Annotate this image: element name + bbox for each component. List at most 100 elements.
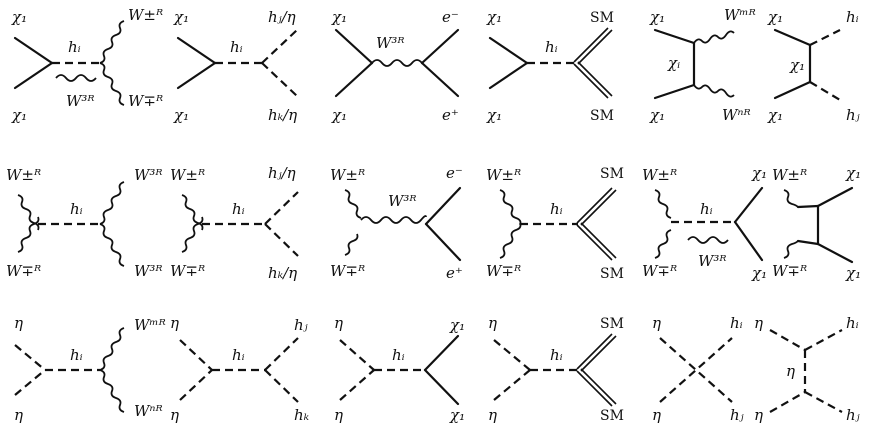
label: hᵢ <box>846 314 859 332</box>
label: SM <box>600 316 624 332</box>
label: SM <box>590 108 614 124</box>
label: η <box>754 314 763 332</box>
label: χ₁ <box>751 264 767 282</box>
label: hₖ/η <box>268 106 297 124</box>
label: χ₁ <box>845 164 861 182</box>
label: χ₁ <box>449 406 465 424</box>
diagram-d09: W±ᴿ W∓ᴿ W³ᴿ e⁻ e⁺ <box>330 164 463 282</box>
label: η <box>334 406 343 424</box>
label: W±ᴿ <box>128 6 163 24</box>
label: W³ᴿ <box>134 166 163 184</box>
label: η <box>488 406 497 424</box>
label: W³ᴿ <box>66 92 95 110</box>
label: W±ᴿ <box>170 166 205 184</box>
label: η <box>488 314 497 332</box>
label: χ₁ <box>845 264 861 282</box>
label: e⁻ <box>442 8 459 26</box>
label: W±ᴿ <box>486 166 521 184</box>
label: χᵢ <box>667 54 680 72</box>
label: W∓ᴿ <box>642 262 677 280</box>
diagram-d17: η η hᵢ hⱼ <box>652 314 744 424</box>
diagram-d04: χ₁ χ₁ hᵢ SM SM <box>486 8 614 124</box>
label: χ₁ <box>449 316 465 334</box>
label: η <box>754 406 763 424</box>
diagram-d06: χ₁ χ₁ χ₁ hᵢ hⱼ <box>767 8 860 124</box>
label: hᵢ <box>70 346 83 364</box>
label: hⱼ <box>730 406 744 424</box>
diagram-d02: χ₁ χ₁ hᵢ hⱼ/η hₖ/η <box>173 8 298 124</box>
label: χ₁ <box>173 106 189 124</box>
label: hᵢ <box>550 200 563 218</box>
label: χ₁ <box>767 106 783 124</box>
label: W³ᴿ <box>388 192 417 210</box>
label: χ₁ <box>789 56 805 74</box>
diagram-d14: η η hᵢ hⱼ hₖ <box>170 314 310 424</box>
label: hⱼ <box>846 106 860 124</box>
label: η <box>652 406 661 424</box>
diagram-d01: χ₁ χ₁ hᵢ W±ᴿ W∓ᴿ W³ᴿ <box>11 6 163 124</box>
diagram-d15: η η hᵢ χ₁ χ₁ <box>334 314 465 424</box>
label: W±ᴿ <box>6 166 41 184</box>
label: W³ᴿ <box>376 34 405 52</box>
label: W∓ᴿ <box>330 262 365 280</box>
label: hᵢ <box>230 38 243 56</box>
label: Wⁿᴿ <box>722 106 751 124</box>
label: hᵢ <box>545 38 558 56</box>
label: W³ᴿ <box>698 252 727 270</box>
label: χ₁ <box>173 8 189 26</box>
label: SM <box>600 166 624 182</box>
label: hᵢ <box>232 200 245 218</box>
label: hᵢ <box>846 8 859 26</box>
label: W±ᴿ <box>642 166 677 184</box>
label: χ₁ <box>486 106 502 124</box>
label: e⁻ <box>446 164 463 182</box>
label: Wᵐᴿ <box>724 6 756 24</box>
label: hᵢ <box>68 38 81 56</box>
diagram-d12: W±ᴿ W∓ᴿ χ₁ χ₁ <box>772 164 861 282</box>
label: e⁺ <box>442 106 459 124</box>
label: W±ᴿ <box>772 166 807 184</box>
diagram-d07: W±ᴿ W∓ᴿ hᵢ W³ᴿ W³ᴿ <box>6 166 163 280</box>
label: hᵢ <box>730 314 743 332</box>
label: χ₁ <box>486 8 502 26</box>
label: SM <box>590 10 614 26</box>
label: χ₁ <box>751 164 767 182</box>
label: χ₁ <box>331 8 347 26</box>
label: W∓ᴿ <box>486 262 521 280</box>
label: η <box>786 362 795 380</box>
label: Wᵐᴿ <box>134 316 166 334</box>
label: hⱼ <box>294 316 308 334</box>
label: χ₁ <box>649 8 665 26</box>
label: η <box>170 314 179 332</box>
diagram-d05: χ₁ χ₁ χᵢ Wᵐᴿ Wⁿᴿ <box>649 6 756 124</box>
label: SM <box>600 408 624 424</box>
diagram-d11: W±ᴿ W∓ᴿ hᵢ W³ᴿ χ₁ χ₁ <box>642 164 767 282</box>
label: χ₁ <box>11 8 27 26</box>
label: hᵢ <box>700 200 713 218</box>
label: hᵢ <box>232 346 245 364</box>
label: W±ᴿ <box>330 166 365 184</box>
label: W∓ᴿ <box>772 262 807 280</box>
label: SM <box>600 266 624 282</box>
label: hⱼ/η <box>268 8 296 26</box>
label: hⱼ <box>846 406 860 424</box>
label: W∓ᴿ <box>6 262 41 280</box>
label: W∓ᴿ <box>170 262 205 280</box>
label: e⁺ <box>446 264 463 282</box>
label: η <box>14 314 23 332</box>
label: η <box>170 406 179 424</box>
diagram-d13: η η hᵢ Wᵐᴿ Wⁿᴿ <box>14 314 166 424</box>
label: χ₁ <box>767 8 783 26</box>
label: χ₁ <box>649 106 665 124</box>
label: W∓ᴿ <box>128 92 163 110</box>
label: hᵢ <box>550 346 563 364</box>
label: η <box>334 314 343 332</box>
label: Wⁿᴿ <box>134 402 163 420</box>
label: χ₁ <box>331 106 347 124</box>
diagram-d16: η η hᵢ SM SM <box>488 314 624 424</box>
label: η <box>14 406 23 424</box>
label: W³ᴿ <box>134 262 163 280</box>
label: hⱼ/η <box>268 164 296 182</box>
diagram-d08: W±ᴿ W∓ᴿ hᵢ hⱼ/η hₖ/η <box>170 164 299 282</box>
label: hₖ <box>294 406 310 424</box>
